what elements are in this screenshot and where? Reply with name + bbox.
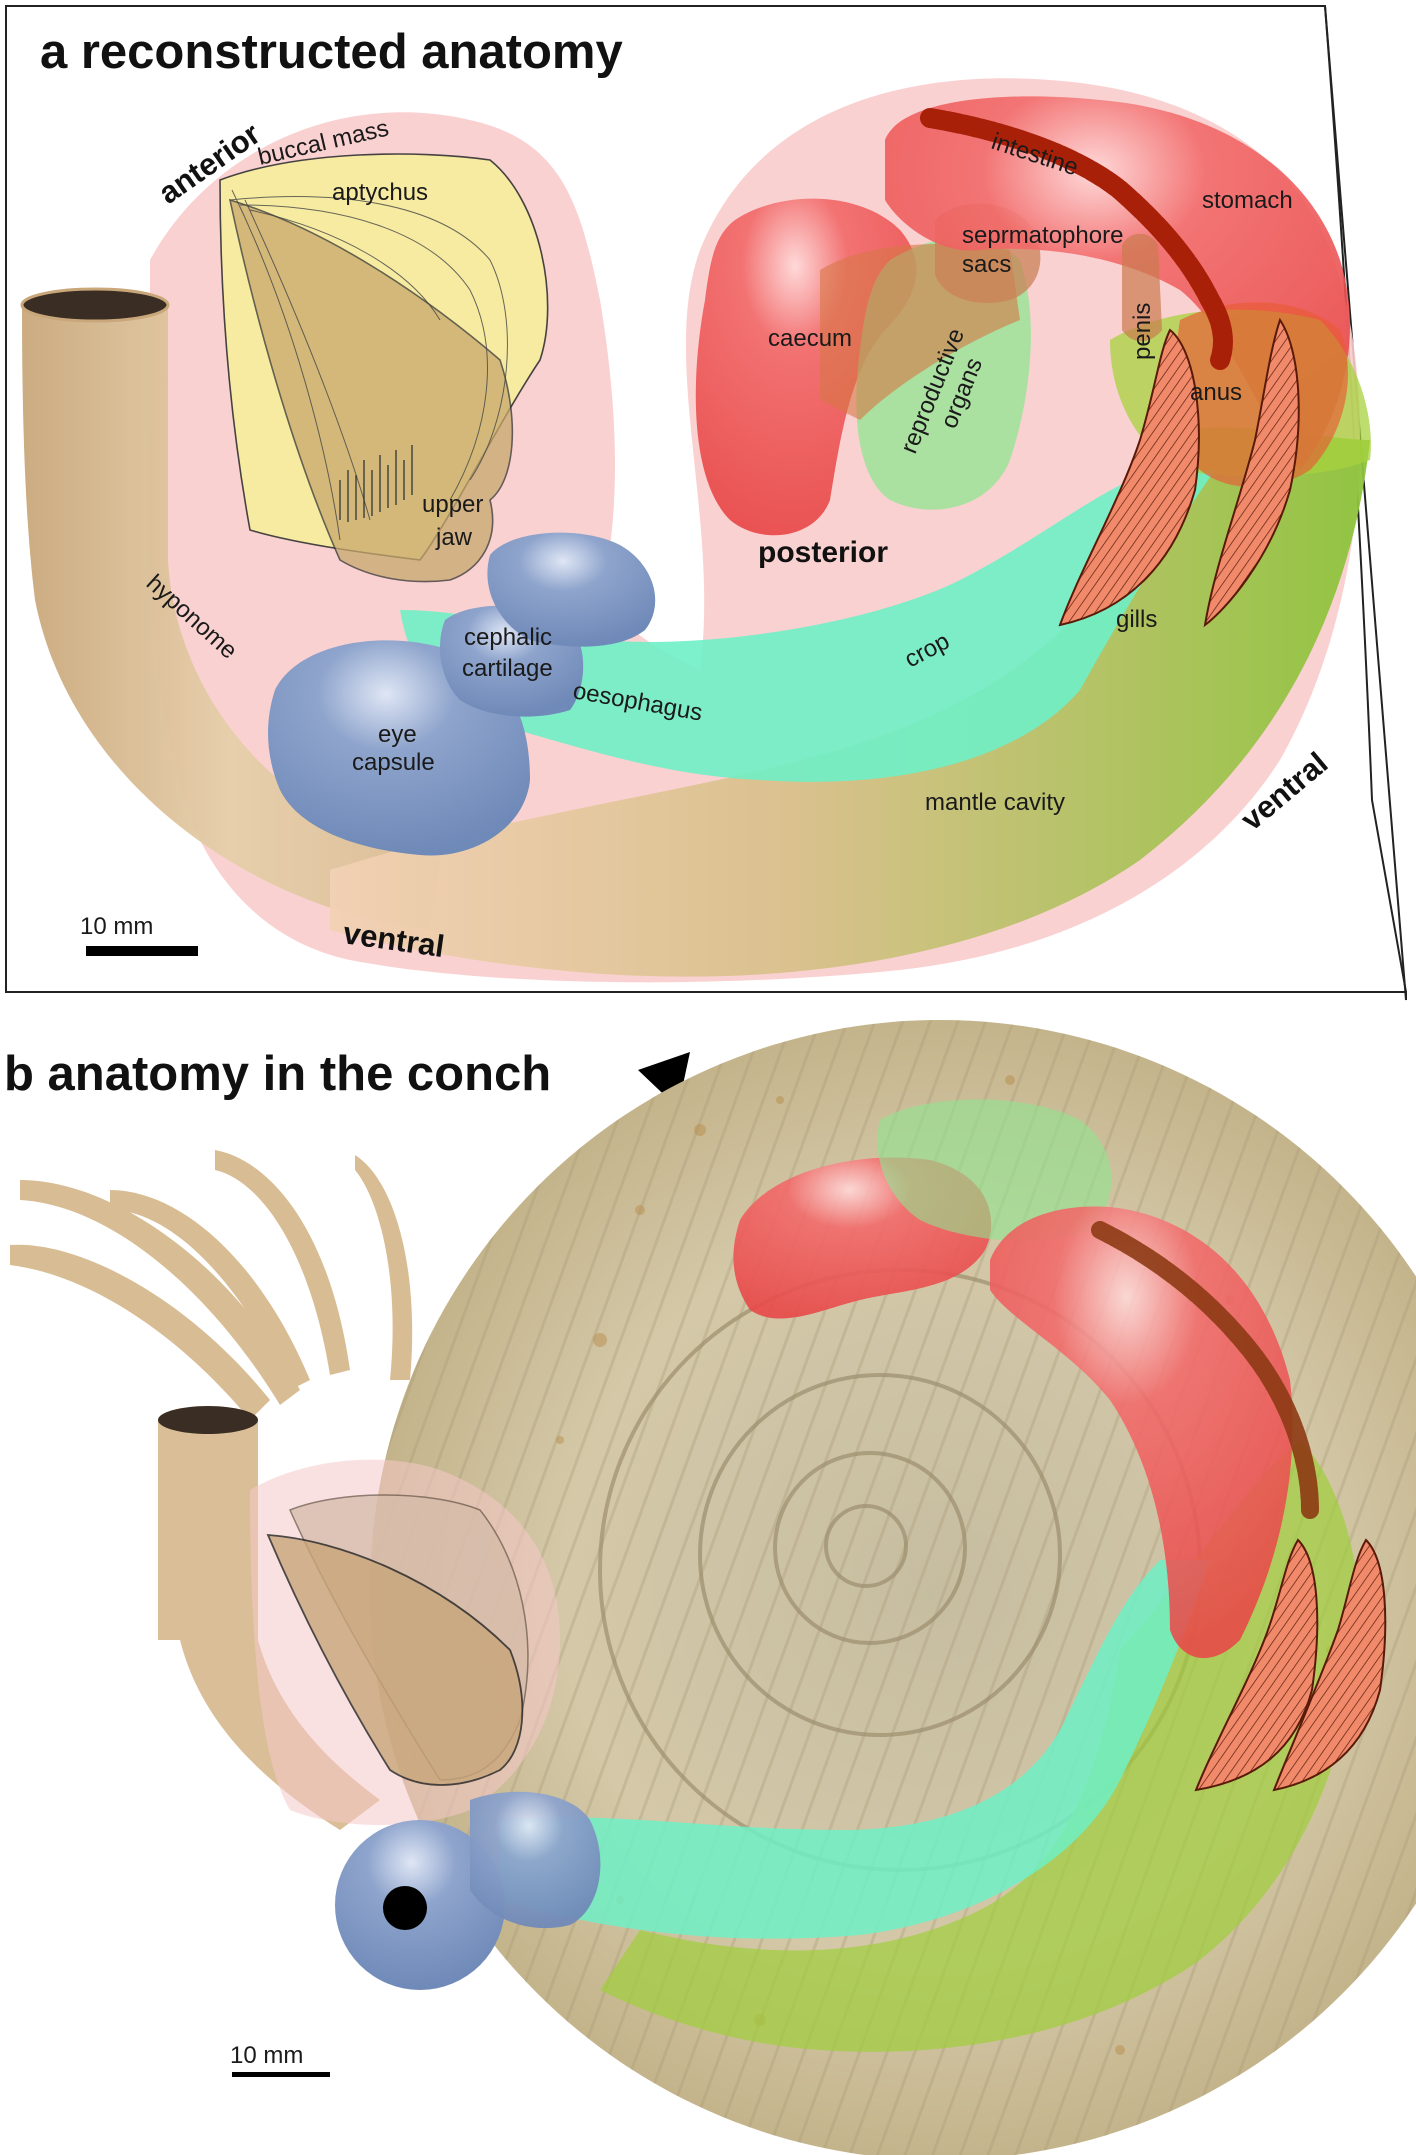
label-cephalic-2: cartilage [462,655,553,682]
arms [10,1150,413,1420]
label-stomach: stomach [1202,187,1293,214]
hyponome-tube [22,305,440,930]
eye-pupil [383,1886,427,1930]
label-mantle-cavity: mantle cavity [925,789,1065,816]
conch-cephalic [470,1791,601,1929]
label-caecum: caecum [768,325,852,352]
conch-hyponome [158,1420,380,1830]
conch-intestine [1091,1221,1319,1519]
scale-bar-a-label: 10 mm [80,913,153,940]
label-spermatophore-2: sacs [962,251,1011,278]
label-posterior: posterior [758,536,888,569]
mantle-cavity [330,427,1370,977]
upper-jaw-shape [228,198,514,583]
panel-b-title: b anatomy in the conch [4,1047,551,1101]
label-spermatophore-1: seprmatophore [962,222,1123,249]
scale-bar-b-label: 10 mm [230,2042,303,2069]
intestine [920,108,1233,370]
hyponome-rim [20,287,170,323]
label-upper-jaw-2: jaw [435,524,473,551]
oesophagus-crop [400,470,1215,782]
label-eye-1: eye [378,721,417,748]
hyponome-opening [22,289,168,321]
scale-bar-b [232,2072,330,2077]
eye-capsule-top [487,532,656,647]
label-penis: penis [1129,303,1156,360]
label-upper-jaw-1: upper [422,491,483,518]
conch-gill-right [1272,1538,1387,1792]
label-aptychus: aptychus [332,179,428,206]
jaw-hatching [339,445,413,522]
conch-gill-left [1194,1538,1319,1792]
label-anus: anus [1190,379,1242,406]
label-cephalic-1: cephalic [464,624,552,651]
label-eye-2: capsule [352,749,435,776]
scale-bar-a [86,946,198,956]
stomach-shape [885,96,1351,471]
conch-hyponome-opening [158,1406,258,1434]
panel-b: b anatomy in the conch [4,1020,1416,2155]
conch-crop [500,1560,1210,1939]
label-gills: gills [1116,606,1157,633]
gill-right [1203,317,1300,628]
conch-upper-jaw [266,1533,524,1786]
panel-a-title: a reconstructed anatomy [40,25,623,79]
gill-left [1058,328,1200,627]
panel-a: a reconstructed anatomy anterior buccal … [5,5,1407,1001]
aptychus-growth-lines [229,189,508,541]
penis-shape [1122,233,1162,342]
conch-reproductive [877,1099,1112,1241]
